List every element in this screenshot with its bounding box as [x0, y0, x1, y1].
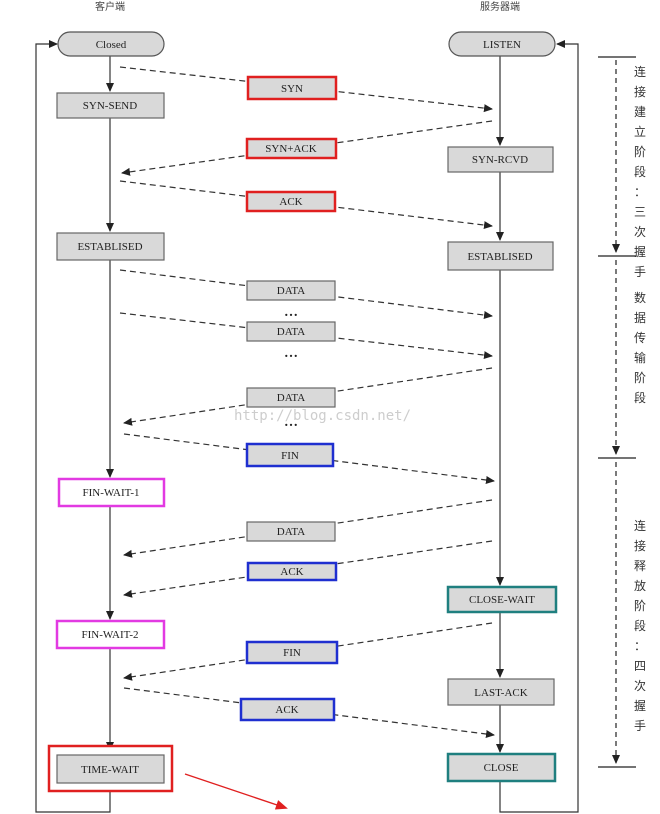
message-labels: SYN SYN+ACK ACK DATA … DATA … DATA … FIN… [239, 75, 339, 722]
arrow-data3 [123, 367, 493, 426]
msg-ack3-label: ACK [275, 704, 298, 716]
arrow-ack3 [123, 687, 495, 738]
state-fin-wait-1-label: FIN-WAIT-1 [82, 487, 139, 499]
msg-ack1-label: ACK [279, 196, 302, 208]
state-last-ack [447, 678, 555, 706]
loop-lines [35, 40, 579, 813]
arrow-fin1 [123, 433, 495, 484]
server-loop-line [499, 40, 579, 813]
message-arrows [119, 66, 495, 738]
state-listen [448, 31, 556, 57]
client-states: Closed SYN-SEND ESTABLISED FIN-WAIT-1 FI… [47, 31, 174, 793]
state-listen-label: LISTEN [483, 39, 521, 51]
server-states: LISTEN SYN-RCVD ESTABLISED CLOSE-WAIT LA… [446, 31, 558, 783]
state-syn-send [56, 92, 165, 119]
client-header: 客户端 [95, 0, 125, 13]
time-wait-pointer-arrow [184, 773, 288, 810]
arrow-data4 [123, 499, 493, 558]
watermark: http://blog.csdn.net/ [234, 408, 411, 424]
dots-3: … [284, 415, 298, 430]
msg-fin1 [245, 442, 335, 468]
dots-2: … [284, 346, 298, 361]
state-close-wait-label: CLOSE-WAIT [469, 594, 535, 606]
dots-1: … [284, 305, 298, 320]
state-fin-wait-2-label: FIN-WAIT-2 [81, 629, 138, 641]
state-fin-wait-2 [55, 619, 166, 650]
msg-data4-label: DATA [277, 526, 306, 538]
state-closed-label: Closed [96, 39, 127, 51]
state-close [446, 752, 557, 783]
msg-syn-label: SYN [281, 83, 303, 95]
state-client-established [56, 232, 165, 261]
arrow-syn-ack [121, 120, 493, 176]
arrow-data1 [119, 269, 493, 319]
msg-data4 [246, 521, 336, 542]
state-server-established [447, 241, 554, 271]
server-header: 服务器端 [480, 0, 520, 13]
state-server-established-label: ESTABLISED [467, 251, 532, 263]
state-syn-rcvd [447, 146, 554, 173]
state-closed [57, 31, 165, 57]
msg-fin2 [245, 640, 339, 665]
state-close-wait [446, 585, 558, 614]
arrow-syn [119, 66, 493, 113]
msg-syn-ack-label: SYN+ACK [265, 143, 316, 155]
phase-connect-label: 连接建立阶段：三次握手 [634, 64, 646, 279]
state-last-ack-label: LAST-ACK [474, 687, 527, 699]
svg-text:数据传输阶段: 数据传输阶段 [634, 290, 646, 405]
state-close-label: CLOSE [484, 762, 519, 774]
msg-syn [246, 75, 338, 101]
state-syn-send-label: SYN-SEND [83, 100, 137, 112]
msg-data1-label: DATA [277, 285, 306, 297]
client-loop-line [35, 40, 111, 813]
phase-brackets [598, 56, 636, 768]
state-fin-wait-1 [57, 477, 166, 508]
phase-release-label: 连接释放阶段：四次握手 [634, 518, 646, 733]
msg-fin1-label: FIN [281, 450, 299, 462]
phase-transfer-label: 数据传输阶段 [634, 290, 646, 405]
msg-ack1 [245, 190, 337, 213]
msg-ack2-label: ACK [280, 566, 303, 578]
msg-data3 [246, 387, 336, 408]
svg-text:连接释放阶段：四次握手: 连接释放阶段：四次握手 [634, 518, 646, 733]
state-time-wait-label: TIME-WAIT [81, 764, 139, 776]
msg-ack3 [239, 697, 336, 722]
msg-data3-label: DATA [277, 392, 306, 404]
msg-data2-label: DATA [277, 326, 306, 338]
state-syn-rcvd-label: SYN-RCVD [472, 154, 528, 166]
state-client-established-label: ESTABLISED [77, 241, 142, 253]
msg-fin2-label: FIN [283, 647, 301, 659]
state-time-wait [56, 754, 165, 784]
msg-syn-ack [245, 137, 338, 160]
arrow-ack1 [119, 180, 493, 230]
arrow-fin2 [123, 622, 493, 681]
msg-data2 [246, 321, 336, 342]
msg-ack2 [246, 561, 338, 582]
svg-text:连接建立阶段：三次握手: 连接建立阶段：三次握手 [634, 64, 646, 279]
msg-data1 [246, 280, 336, 301]
arrow-data2 [119, 312, 493, 360]
